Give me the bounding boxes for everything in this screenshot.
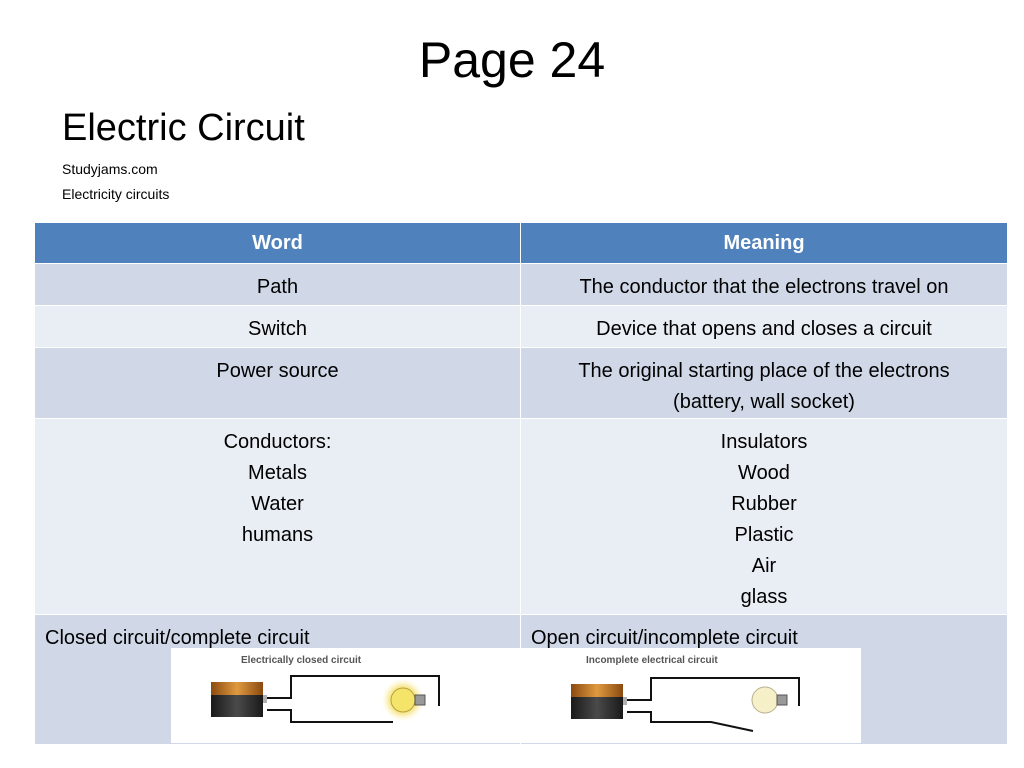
cell-text: Water: [251, 493, 304, 515]
battery-icon: [571, 684, 627, 719]
cell-text: Rubber: [731, 493, 797, 515]
battery-icon: [211, 682, 267, 717]
cell-text: Plastic: [734, 524, 794, 546]
cell-text: Open circuit/incomplete circuit: [531, 627, 798, 649]
cell-text: Wood: [738, 462, 790, 484]
header-word: Word: [34, 222, 521, 264]
cell-text: Path: [256, 276, 299, 298]
cell-text: The conductor that the electrons travel …: [579, 276, 949, 298]
cell-text: humans: [241, 524, 314, 546]
page-title: Page 24: [418, 32, 606, 88]
slide-subtitle: Electric Circuit: [62, 107, 305, 149]
header-meaning: Meaning: [520, 222, 1008, 264]
unlit-bulb-icon: [751, 686, 788, 714]
cell-text: Switch: [248, 318, 307, 340]
cell-text: glass: [740, 586, 788, 608]
cell-text: Conductors:: [223, 431, 332, 453]
cell-text: Closed circuit/complete circuit: [45, 627, 310, 649]
closed-circuit-caption: Electrically closed circuit: [241, 655, 362, 666]
cell-text: The original starting place of the elect…: [578, 360, 950, 382]
word-cell: Path: [34, 263, 521, 306]
cell-text: Insulators: [720, 431, 808, 453]
meaning-cell: Device that opens and closes a circuit: [520, 305, 1008, 348]
table-row: Conductors: Metals Water humans Insulato…: [34, 418, 1008, 615]
closed-circuit-diagram: Electrically closed circuit: [211, 655, 440, 723]
meaning-cell: The conductor that the electrons travel …: [520, 263, 1008, 306]
table-row: Path The conductor that the electrons tr…: [34, 263, 1008, 306]
table-header-row: Word Meaning: [34, 222, 1008, 264]
cell-text: Metals: [248, 462, 307, 484]
cell-text: Power source: [216, 360, 339, 382]
word-cell: Switch: [34, 305, 521, 348]
cell-text: Air: [751, 555, 777, 577]
lit-bulb-icon: [381, 678, 426, 722]
table-row: Switch Device that opens and closes a ci…: [34, 305, 1008, 348]
open-circuit-diagram: Incomplete electrical circuit: [571, 655, 800, 732]
table-row: Power source The original starting place…: [34, 347, 1008, 419]
circuit-diagrams: Electrically closed circuit Incomplete e…: [171, 648, 861, 743]
wire-icon: [267, 675, 440, 723]
source-note: Studyjams.com: [62, 161, 158, 177]
cell-text: Device that opens and closes a circuit: [596, 318, 932, 340]
cell-text: (battery, wall socket): [673, 391, 855, 413]
topic-note: Electricity circuits: [62, 186, 170, 202]
wire-icon: [627, 677, 800, 732]
open-circuit-caption: Incomplete electrical circuit: [586, 655, 718, 666]
word-cell: Conductors: Metals Water humans: [34, 418, 521, 615]
meaning-cell: Insulators Wood Rubber Plastic Air glass: [520, 418, 1008, 615]
word-cell: Power source: [34, 347, 521, 419]
meaning-cell: The original starting place of the elect…: [520, 347, 1008, 419]
